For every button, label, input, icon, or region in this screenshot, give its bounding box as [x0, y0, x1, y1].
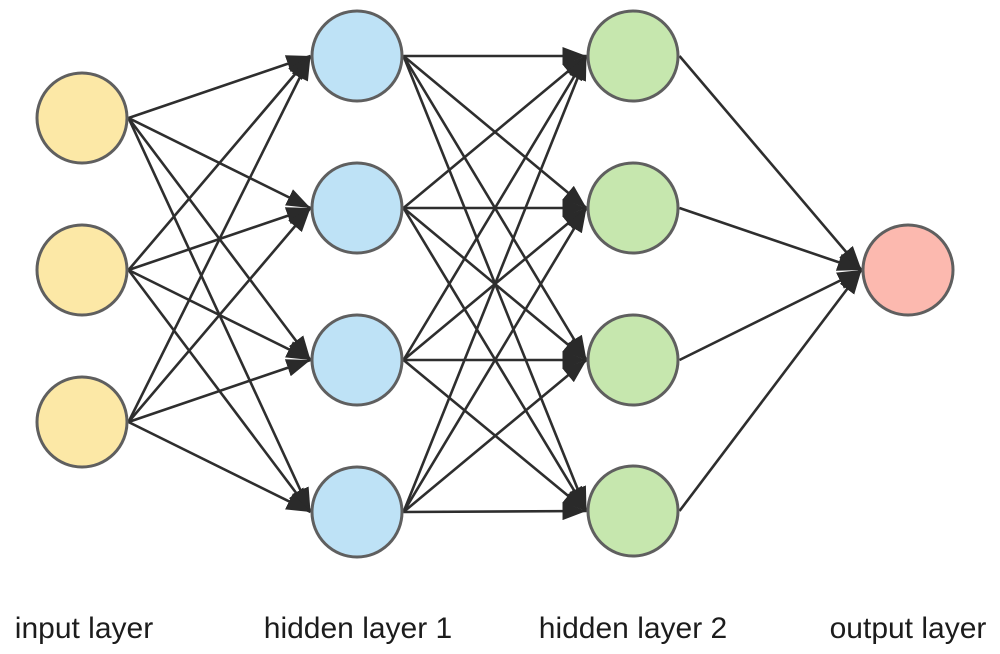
- label-hidden-layer-1: hidden layer 1: [264, 612, 452, 645]
- edge-hidden-layer-1-n4-to-hidden-layer-2-n1: [402, 55, 588, 513]
- edges-group: [127, 47, 863, 521]
- input-layer-node-1: [35, 71, 129, 165]
- edge-hidden-layer-2-n1-to-output-layer-n1: [678, 55, 863, 271]
- hidden-layer-1-node-4: [310, 465, 404, 559]
- hidden-layer-2-node-2: [586, 161, 680, 255]
- edge-hidden-layer-1-n4-to-hidden-layer-2-n2: [402, 207, 588, 513]
- edge-hidden-layer-1-n2-to-hidden-layer-2-n1: [402, 54, 588, 210]
- edge-hidden-layer-1-n3-to-hidden-layer-2-n1: [402, 55, 588, 361]
- labels-group: input layer hidden layer 1 hidden layer …: [15, 612, 987, 645]
- edge-hidden-layer-1-n4-to-hidden-layer-2-n4: [403, 502, 587, 521]
- edge-hidden-layer-2-n3-to-output-layer-n1: [678, 268, 863, 362]
- edge-input-layer-n3-to-hidden-layer-1-n2: [127, 207, 312, 423]
- edge-hidden-layer-1-n4-to-hidden-layer-2-n3: [402, 358, 588, 514]
- label-input-layer: input layer: [15, 612, 153, 645]
- hidden-layer-1-node-1: [310, 9, 404, 103]
- input-layer-node-2: [35, 223, 129, 317]
- output-layer-node-1: [861, 223, 955, 317]
- hidden-layer-2-node-3: [586, 313, 680, 407]
- input-layer-node-3: [35, 375, 129, 469]
- edge-input-layer-n1-to-hidden-layer-1-n1: [128, 54, 311, 120]
- hidden-layer-2-node-4: [586, 464, 680, 558]
- edge-input-layer-n3-to-hidden-layer-1-n1: [127, 55, 312, 423]
- hidden-layer-2-node-1: [586, 9, 680, 103]
- label-hidden-layer-2: hidden layer 2: [539, 612, 727, 645]
- edge-hidden-layer-2-n4-to-output-layer-n1: [678, 269, 863, 512]
- edge-input-layer-n3-to-hidden-layer-1-n4: [127, 420, 312, 514]
- edge-hidden-layer-2-n2-to-output-layer-n1: [679, 206, 862, 272]
- hidden-layer-1-node-3: [310, 313, 404, 407]
- hidden-layer-1-node-2: [310, 161, 404, 255]
- label-output-layer: output layer: [830, 612, 987, 645]
- edge-input-layer-n2-to-hidden-layer-1-n1: [127, 55, 312, 271]
- edge-input-layer-n3-to-hidden-layer-1-n3: [128, 358, 311, 424]
- nodes-group: [35, 9, 955, 559]
